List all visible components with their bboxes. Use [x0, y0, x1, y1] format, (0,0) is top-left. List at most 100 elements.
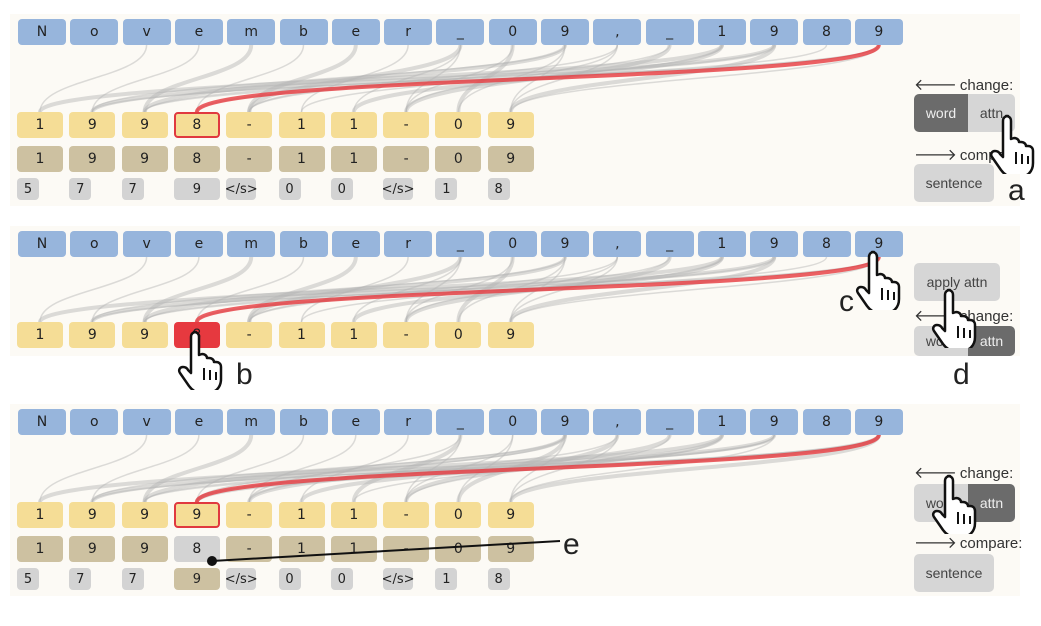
source-token[interactable]: e [331, 231, 380, 257]
source-token[interactable]: _ [436, 409, 485, 435]
alternative-token[interactable]: 1 [435, 178, 458, 200]
alternative-token[interactable]: 0 [330, 178, 353, 200]
source-token[interactable]: 0 [488, 19, 537, 45]
output-token[interactable]: 1 [278, 112, 325, 138]
alternative-token[interactable]: 7 [121, 568, 144, 590]
source-token[interactable]: b [279, 19, 328, 45]
output-token[interactable]: 1 [330, 322, 377, 348]
source-token[interactable]: e [174, 409, 223, 435]
sentence-button[interactable]: sentence [914, 554, 994, 592]
source-token[interactable]: e [331, 409, 380, 435]
source-token[interactable]: 8 [802, 231, 851, 257]
source-token[interactable]: _ [645, 409, 694, 435]
alternative-token[interactable]: 9 [173, 178, 220, 200]
output-token[interactable]: 0 [435, 112, 482, 138]
output-token[interactable]: 1 [278, 322, 325, 348]
source-token[interactable]: _ [436, 19, 485, 45]
compare-token[interactable]: 0 [435, 146, 482, 172]
source-token[interactable]: o [70, 231, 119, 257]
output-token[interactable]: 1 [330, 112, 377, 138]
compare-token[interactable]: - [226, 146, 273, 172]
alternative-token[interactable]: 0 [330, 568, 353, 590]
alternative-token[interactable]: 8 [487, 568, 510, 590]
source-token[interactable]: , [593, 409, 642, 435]
compare-token[interactable]: 9 [69, 146, 116, 172]
output-token[interactable]: 9 [69, 112, 116, 138]
source-token[interactable]: v [122, 19, 171, 45]
output-token[interactable]: 9 [121, 502, 168, 528]
compare-token[interactable]: 1 [330, 146, 377, 172]
output-token[interactable]: 9 [173, 502, 220, 528]
compare-token[interactable]: 0 [435, 536, 482, 562]
output-token[interactable]: 1 [17, 322, 63, 348]
source-token[interactable]: m [227, 231, 276, 257]
alternative-token[interactable]: </s> [382, 178, 415, 200]
sentence-button[interactable]: sentence [914, 164, 994, 202]
output-token[interactable]: 1 [278, 502, 325, 528]
output-token[interactable]: 0 [435, 322, 482, 348]
source-token[interactable]: v [122, 231, 171, 257]
source-token[interactable]: e [174, 231, 223, 257]
alternative-token[interactable]: 1 [435, 568, 458, 590]
compare-token[interactable]: 9 [487, 146, 534, 172]
output-token[interactable]: 0 [435, 502, 482, 528]
source-token[interactable]: v [122, 409, 171, 435]
source-token[interactable]: m [227, 19, 276, 45]
compare-token[interactable]: 9 [121, 536, 168, 562]
alternative-token[interactable]: 5 [17, 178, 39, 200]
source-token[interactable]: 0 [488, 231, 537, 257]
source-token[interactable]: , [593, 19, 642, 45]
alternative-token[interactable]: 8 [487, 178, 510, 200]
source-token[interactable]: 9 [750, 231, 799, 257]
compare-token[interactable]: 1 [17, 536, 63, 562]
compare-token[interactable]: 1 [17, 146, 63, 172]
output-token[interactable]: 1 [17, 112, 63, 138]
output-token[interactable]: - [226, 322, 273, 348]
source-token[interactable]: _ [645, 19, 694, 45]
source-token[interactable]: 1 [697, 19, 746, 45]
source-token[interactable]: 9 [541, 409, 589, 435]
source-token[interactable]: b [279, 231, 328, 257]
output-token[interactable]: 1 [17, 502, 63, 528]
source-token[interactable]: N [18, 19, 66, 45]
word-button[interactable]: word [914, 94, 968, 132]
source-token[interactable]: 1 [697, 231, 746, 257]
source-token[interactable]: N [18, 231, 66, 257]
source-token[interactable]: 9 [854, 409, 903, 435]
source-token[interactable]: _ [645, 231, 694, 257]
alternative-token[interactable]: 5 [17, 568, 39, 590]
alternative-token[interactable]: 7 [121, 178, 144, 200]
alternative-token[interactable]: </s> [225, 568, 258, 590]
output-token[interactable]: - [226, 112, 273, 138]
output-token[interactable]: 9 [487, 112, 534, 138]
source-token[interactable]: _ [436, 231, 485, 257]
output-token[interactable]: 9 [487, 502, 534, 528]
compare-token[interactable]: 1 [330, 536, 377, 562]
output-token[interactable]: 9 [121, 112, 168, 138]
output-token[interactable]: 9 [69, 502, 116, 528]
source-token[interactable]: 9 [541, 19, 589, 45]
output-token[interactable]: - [226, 502, 273, 528]
compare-token[interactable]: 9 [121, 146, 168, 172]
source-token[interactable]: N [18, 409, 66, 435]
output-token[interactable]: - [383, 502, 430, 528]
source-token[interactable]: 9 [854, 231, 903, 257]
alternative-token[interactable]: 7 [69, 178, 92, 200]
alternative-token[interactable]: 0 [278, 568, 301, 590]
alternative-token[interactable]: 7 [69, 568, 92, 590]
apply-attn-button[interactable]: apply attn [914, 263, 1000, 301]
alternative-token[interactable]: 9 [173, 568, 220, 590]
source-token[interactable]: 9 [750, 19, 799, 45]
source-token[interactable]: r [384, 19, 433, 45]
source-token[interactable]: o [70, 19, 119, 45]
source-token[interactable]: e [331, 19, 380, 45]
source-token[interactable]: m [227, 409, 276, 435]
output-token[interactable]: 1 [330, 502, 377, 528]
output-token[interactable]: 9 [69, 322, 116, 348]
source-token[interactable]: 9 [541, 231, 589, 257]
source-token[interactable]: r [384, 231, 433, 257]
output-token[interactable]: 9 [487, 322, 534, 348]
alternative-token[interactable]: </s> [225, 178, 258, 200]
alternative-token[interactable]: </s> [382, 568, 415, 590]
source-token[interactable]: 1 [697, 409, 746, 435]
